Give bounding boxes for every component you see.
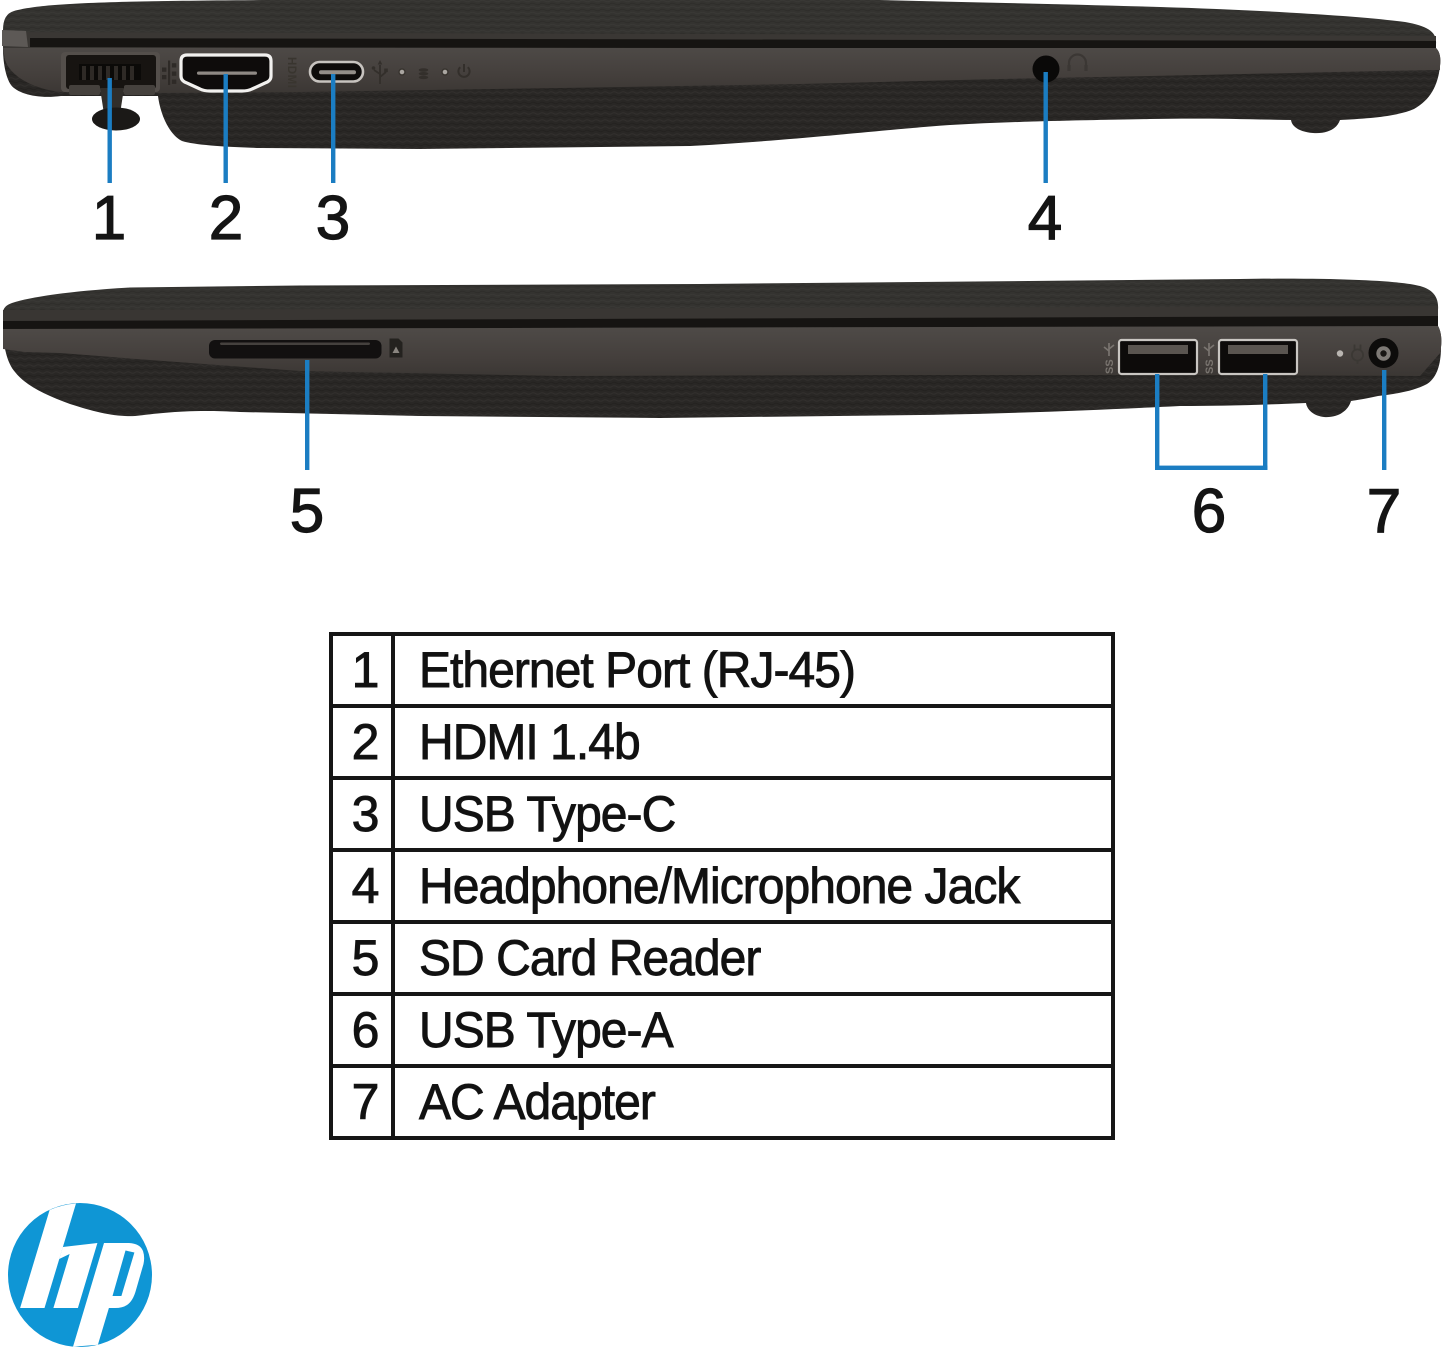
svg-text:2: 2 <box>209 184 243 253</box>
svg-text:3: 3 <box>316 184 350 253</box>
svg-text:1: 1 <box>92 184 126 253</box>
svg-text:SS: SS <box>1104 359 1116 374</box>
svg-text:HDMI: HDMI <box>285 57 297 88</box>
svg-text:SS: SS <box>1204 359 1216 374</box>
svg-text:7: 7 <box>1367 477 1401 546</box>
svg-text:4: 4 <box>1028 184 1062 253</box>
svg-text:6: 6 <box>1192 477 1226 546</box>
svg-text:5: 5 <box>290 477 324 546</box>
